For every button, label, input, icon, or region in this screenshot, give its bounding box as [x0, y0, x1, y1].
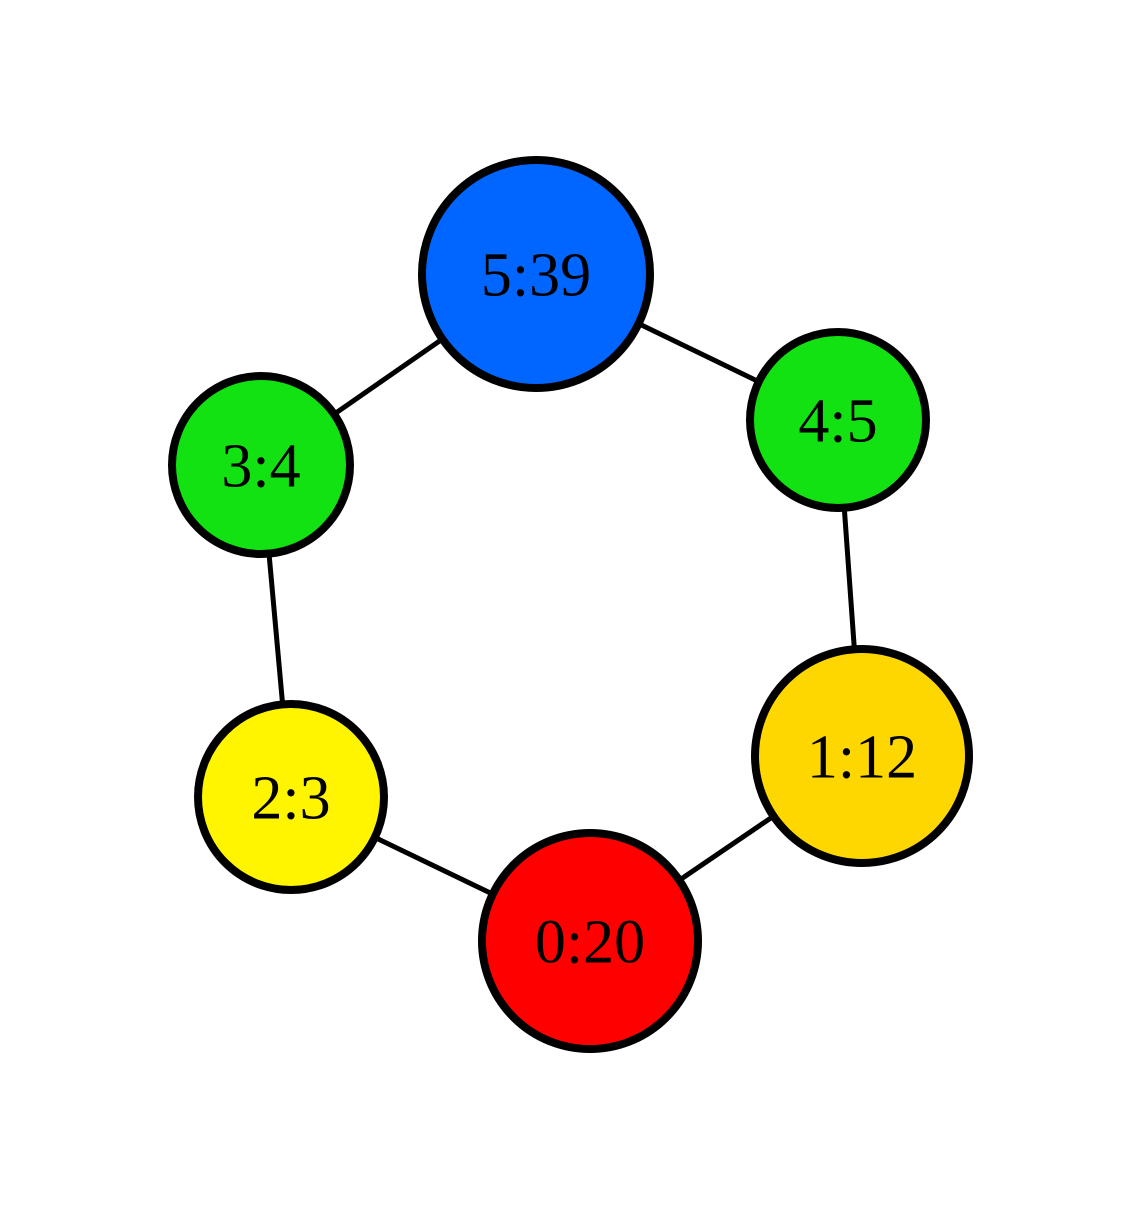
node-circle-0 [478, 829, 702, 1053]
node-3: 3:4 [168, 372, 354, 558]
node-5: 5:39 [418, 156, 654, 392]
node-4: 4:5 [746, 328, 930, 512]
node-0: 0:20 [478, 829, 702, 1053]
node-circle-3 [168, 372, 354, 558]
node-circle-1 [751, 645, 973, 867]
node-1: 1:12 [751, 645, 973, 867]
node-circle-4 [746, 328, 930, 512]
node-circle-2 [194, 700, 388, 894]
node-circle-5 [418, 156, 654, 392]
node-2: 2:3 [194, 700, 388, 894]
